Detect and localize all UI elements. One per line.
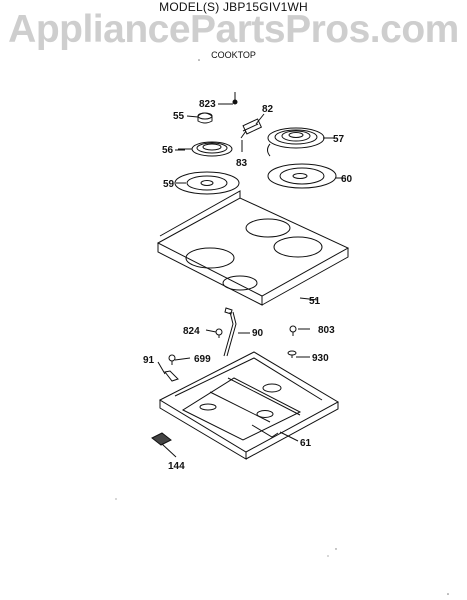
label-823: 823 [199,99,216,110]
clip-91-shape [164,370,179,382]
cooktop-51-shape [156,190,350,306]
label-930: 930 [312,353,329,364]
screw-823-shape [232,92,238,105]
label-55: 55 [173,111,185,122]
screw-803-shape [289,325,297,336]
label-803: 803 [318,325,335,336]
spring-930-shape [287,350,297,358]
label-90: 90 [252,328,264,339]
small-element-56-shape [178,141,233,157]
knob-55-shape [197,112,213,124]
model-title: MODEL(S) JBP15GIV1WH [159,0,308,14]
label-61: 61 [300,438,312,449]
watermark-text: AppliancePartsPros.com [8,8,459,51]
drip-pan-59-shape [174,171,240,195]
label-83: 83 [236,158,248,169]
bracket-144-shape [151,432,172,446]
label-699: 699 [194,354,211,365]
section-title: COOKTOP [211,50,256,60]
label-60: 60 [341,174,353,185]
burner-box-61-shape [158,351,340,460]
label-144: 144 [168,461,185,472]
label-57: 57 [333,134,345,145]
label-56: 56 [162,145,174,156]
terminal-block-82-shape [240,118,263,139]
label-82: 82 [262,104,274,115]
bracket-90-shape [223,307,237,357]
screw-824-shape [215,328,223,338]
label-51: 51 [309,296,321,307]
label-59: 59 [163,179,175,190]
drip-pan-60-shape [267,163,337,189]
callout-labels: 823 55 82 57 56 83 59 60 51 824 90 803 9… [143,99,353,472]
label-91: 91 [143,355,155,366]
large-element-57-shape [267,127,325,157]
label-824: 824 [183,326,200,337]
screw-699-shape [168,354,176,365]
leader-lines [157,103,346,458]
scan-specks [115,59,449,595]
